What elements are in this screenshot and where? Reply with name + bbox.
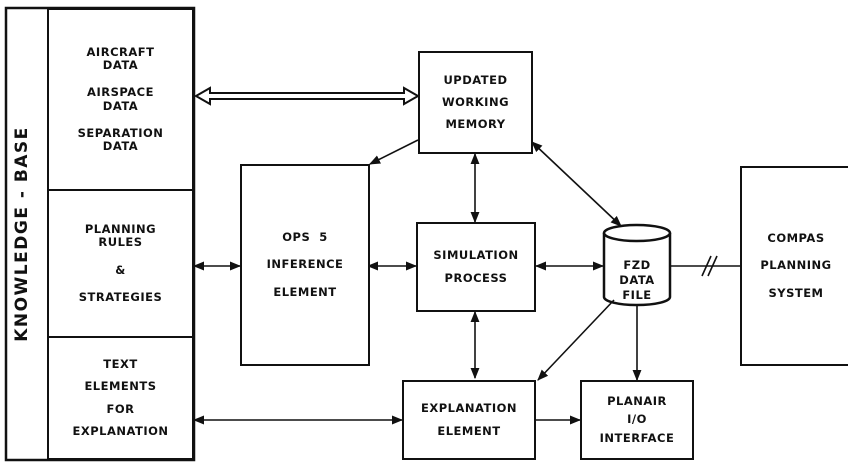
simulation-process-box: SIMULATION PROCESS — [416, 222, 536, 312]
ops5-inference-element-box: OPS 5 INFERENCE ELEMENT — [240, 164, 370, 366]
arrow-memory-datafile — [531, 141, 622, 227]
fzd-data-file-cylinder — [602, 223, 672, 307]
link-break-mark-2 — [707, 255, 718, 277]
kb-planning-rules-section: PLANNING RULES & STRATEGIES — [47, 189, 194, 338]
knowledge-base-label: KNOWLEDGE - BASE — [12, 126, 32, 342]
kb-text-elements-section: TEXT ELEMENTS FOR EXPLANATION — [47, 336, 194, 460]
planair-io-interface-box: PLANAIR I/O INTERFACE — [580, 380, 694, 460]
updated-working-memory-box: UPDATED WORKING MEMORY — [418, 51, 533, 154]
fzd-data-file-label: FZD DATA FILE — [619, 258, 655, 302]
arrow-datafile-to-explanation — [537, 299, 615, 381]
kb-to-memory-hollow-arrow — [193, 86, 421, 106]
arrow-memory-to-ops5 — [368, 139, 419, 165]
kb-data-section: AIRCRAFT DATA AIRSPACE DATA SEPARATION D… — [47, 8, 194, 191]
link-break-mark-1 — [701, 255, 712, 277]
explanation-element-box: EXPLANATION ELEMENT — [402, 380, 536, 460]
compas-planning-system-box: COMPAS PLANNING SYSTEM — [740, 166, 848, 366]
